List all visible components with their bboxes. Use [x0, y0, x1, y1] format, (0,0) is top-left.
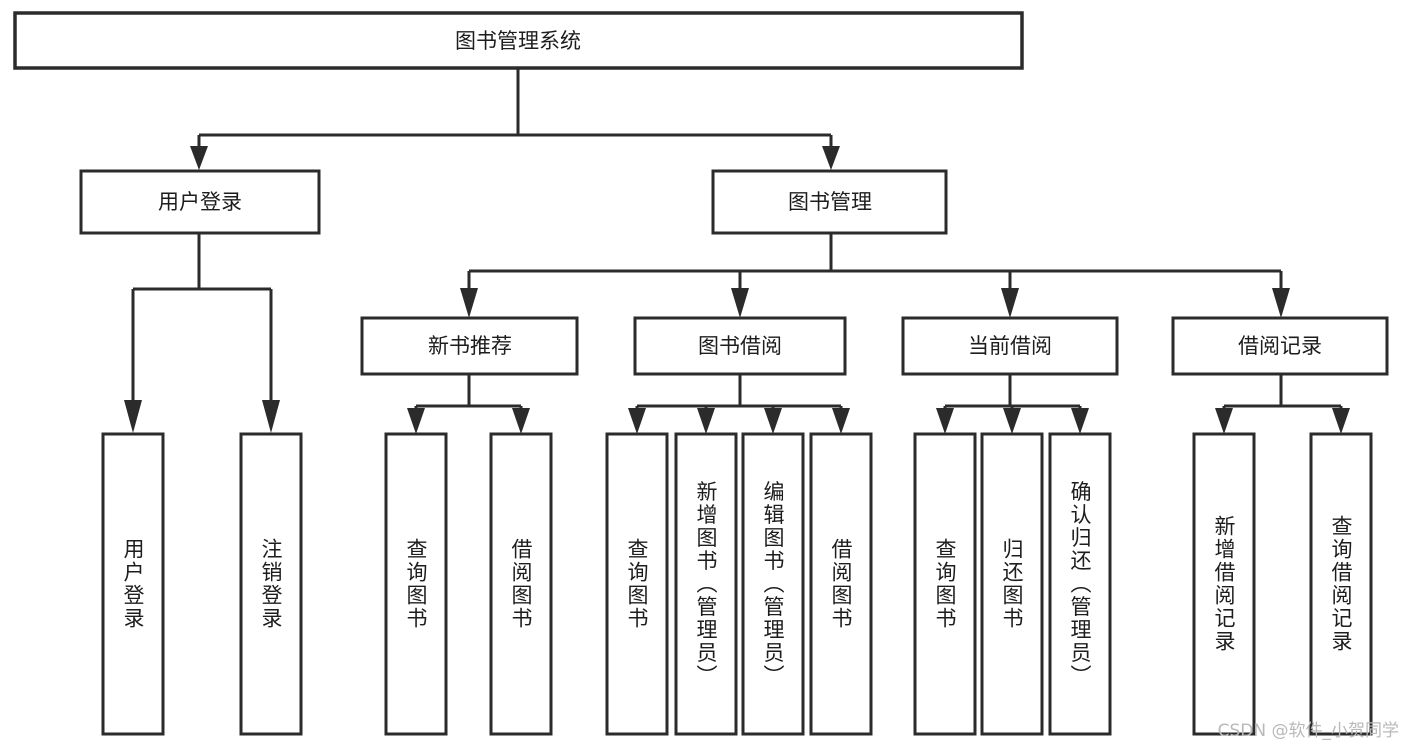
leaf-borrow-record-query-box [1309, 432, 1373, 736]
node-current-borrow-label: 当前借阅 [968, 334, 1052, 358]
arrow-leaf-logout [262, 400, 280, 433]
leaf-current-borrow-return-box [980, 432, 1044, 736]
leaf-borrow-record-query[interactable]: 查询借阅记录 [1309, 432, 1373, 736]
leaf-current-borrow-confirm-label: 确认归还（管理员） [1068, 481, 1092, 688]
node-book-manage[interactable]: 图书管理 [711, 169, 948, 235]
connector-layer [124, 68, 1350, 434]
node-user-login-label: 用户登录 [158, 190, 242, 214]
leaf-new-book-query[interactable]: 查询图书 [384, 432, 448, 736]
arrow-new-book [460, 288, 478, 318]
arrow-current-borrow [1001, 288, 1019, 318]
leaf-borrow-record-add-box [1192, 432, 1256, 736]
node-book-manage-box [711, 169, 948, 235]
leaf-new-book-query-box [384, 432, 448, 736]
leaf-book-borrow-edit-box [741, 432, 805, 736]
leaf-book-borrow-edit[interactable]: 编辑图书（管理员） [741, 432, 805, 736]
leaf-current-borrow-confirm[interactable]: 确认归还（管理员） [1048, 432, 1112, 736]
node-current-borrow-box [901, 316, 1119, 376]
arrow-bb-leaf2 [697, 408, 715, 434]
leaf-book-borrow-add-label: 新增图书（管理员） [694, 481, 718, 688]
node-user-login[interactable]: 用户登录 [79, 169, 321, 235]
leaf-user-login-login-label: 用户登录 [121, 538, 145, 630]
leaf-borrow-record-add-label: 新增借阅记录 [1212, 515, 1236, 653]
arrow-user-login [190, 146, 208, 170]
arrow-nb-leaf2 [512, 408, 530, 434]
leaf-user-login-login[interactable]: 用户登录 [101, 432, 165, 736]
arrow-br-leaf2 [1332, 408, 1350, 434]
arrow-cb-leaf1 [936, 408, 954, 434]
leaf-user-login-logout-label: 注销登录 [259, 538, 283, 630]
node-book-manage-label: 图书管理 [788, 190, 872, 214]
node-root-box [13, 11, 1024, 70]
node-user-login-box [79, 169, 321, 235]
leaf-book-borrow-borrow-label: 借阅图书 [829, 538, 853, 630]
node-root-system[interactable]: 图书管理系统 [13, 11, 1024, 70]
leaf-current-borrow-query-label: 查询图书 [933, 538, 957, 630]
arrow-bb-leaf4 [832, 408, 850, 434]
node-current-borrow[interactable]: 当前借阅 [901, 316, 1119, 376]
leaf-new-book-borrow[interactable]: 借阅图书 [489, 432, 553, 736]
leaf-current-borrow-confirm-box [1048, 432, 1112, 736]
leaf-borrow-record-query-label: 查询借阅记录 [1329, 515, 1353, 653]
arrow-book-borrow [731, 288, 749, 318]
arrow-br-leaf1 [1215, 408, 1233, 434]
arrow-borrow-record [1272, 288, 1290, 318]
arrow-cb-leaf2 [1003, 408, 1021, 434]
leaf-book-borrow-query-box [605, 432, 669, 736]
arrow-book-manage [822, 146, 840, 170]
leaf-user-login-login-box [101, 432, 165, 736]
node-borrow-record-label: 借阅记录 [1238, 334, 1322, 358]
arrow-nb-leaf1 [407, 408, 425, 434]
arrow-bb-leaf1 [628, 408, 646, 434]
leaf-book-borrow-add-box [674, 432, 738, 736]
node-root-label: 图书管理系统 [455, 29, 581, 53]
arrow-bb-leaf3 [764, 408, 782, 434]
leaf-new-book-borrow-box [489, 432, 553, 736]
node-new-book-recommend-label: 新书推荐 [428, 334, 512, 358]
leaf-current-borrow-query[interactable]: 查询图书 [913, 432, 977, 736]
node-book-borrow-label: 图书借阅 [698, 334, 782, 358]
leaf-user-login-logout-box [239, 432, 303, 736]
leaf-current-borrow-return[interactable]: 归还图书 [980, 432, 1044, 736]
node-new-book-recommend-box [360, 316, 579, 376]
node-borrow-record-box [1171, 316, 1389, 376]
leaf-book-borrow-add[interactable]: 新增图书（管理员） [674, 432, 738, 736]
node-book-borrow[interactable]: 图书借阅 [633, 316, 847, 376]
leaf-new-book-query-label: 查询图书 [404, 538, 428, 630]
leaf-book-borrow-query[interactable]: 查询图书 [605, 432, 669, 736]
leaf-new-book-borrow-label: 借阅图书 [509, 538, 533, 630]
leaf-current-borrow-query-box [913, 432, 977, 736]
node-new-book-recommend[interactable]: 新书推荐 [360, 316, 579, 376]
leaf-book-borrow-borrow[interactable]: 借阅图书 [809, 432, 873, 736]
leaf-book-borrow-borrow-box [809, 432, 873, 736]
node-borrow-record[interactable]: 借阅记录 [1171, 316, 1389, 376]
leaf-current-borrow-return-label: 归还图书 [1000, 538, 1024, 630]
node-book-borrow-box [633, 316, 847, 376]
leaf-book-borrow-edit-label: 编辑图书（管理员） [761, 481, 785, 688]
arrow-cb-leaf3 [1071, 408, 1089, 434]
leaf-borrow-record-add[interactable]: 新增借阅记录 [1192, 432, 1256, 736]
arrow-leaf-user-login [124, 400, 142, 433]
leaf-user-login-logout[interactable]: 注销登录 [239, 432, 303, 736]
leaf-book-borrow-query-label: 查询图书 [625, 538, 649, 630]
